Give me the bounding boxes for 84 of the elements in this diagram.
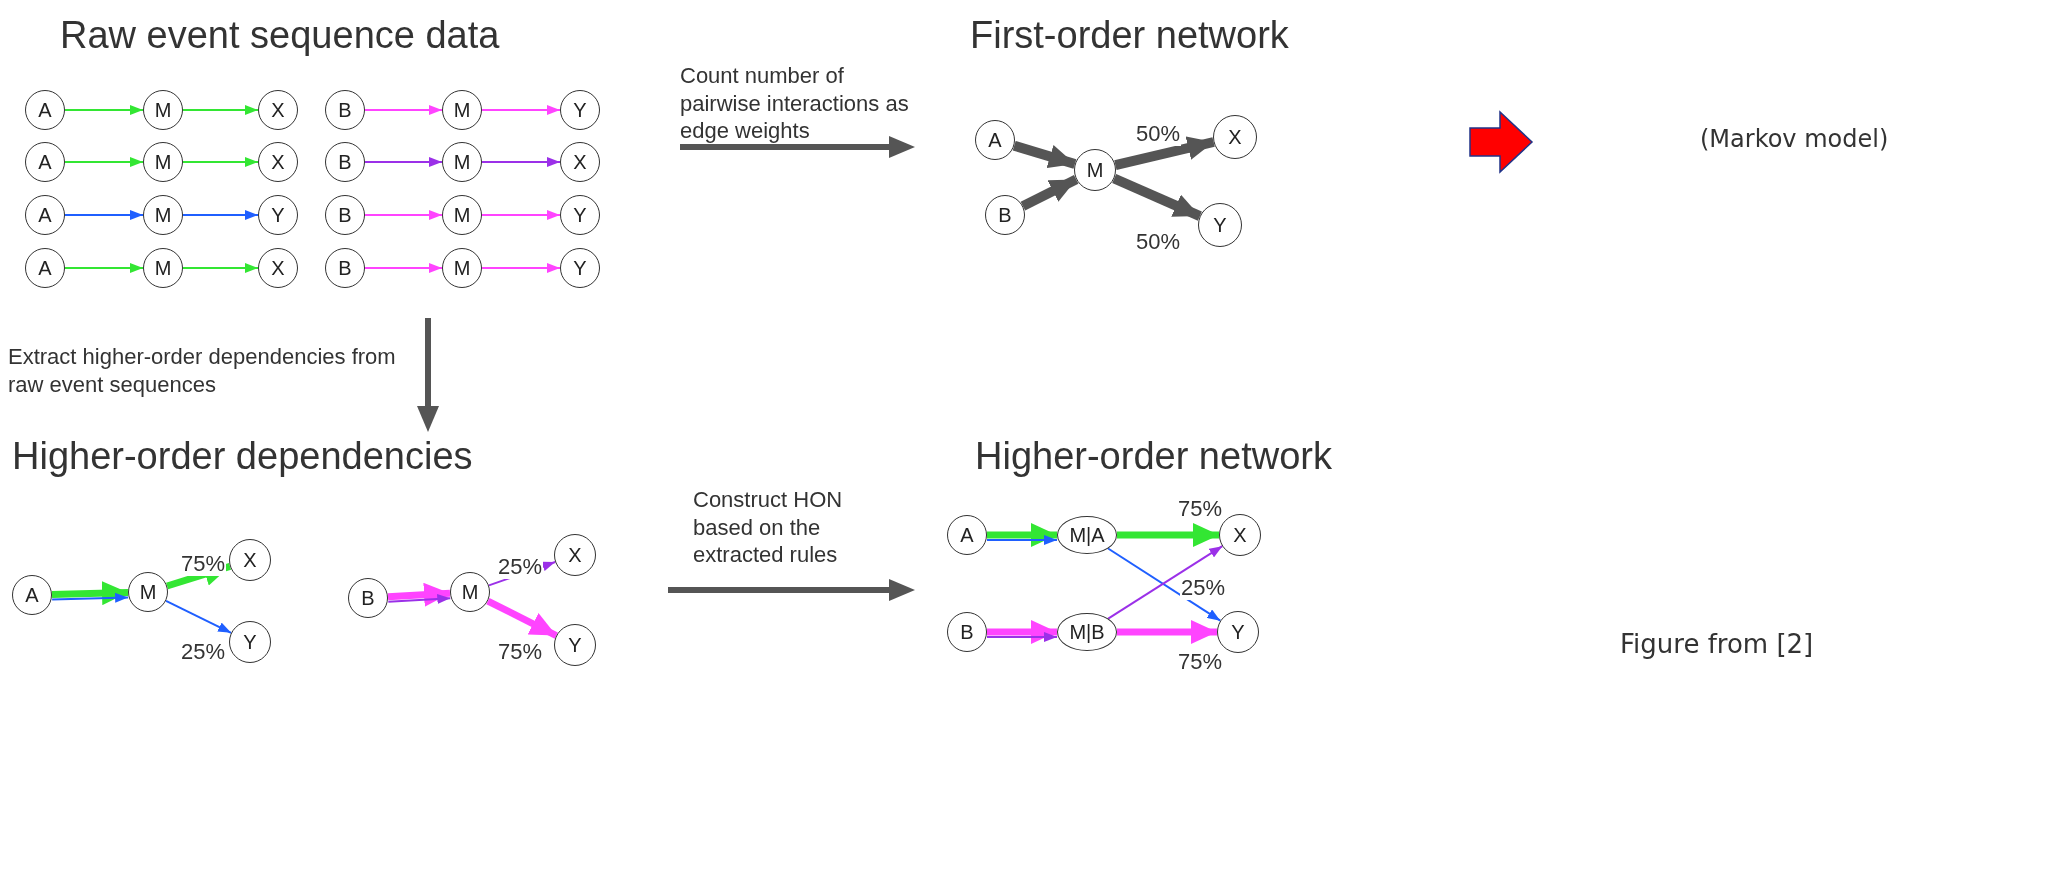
arrow [182,105,259,115]
circle-node: X [258,90,298,130]
circle-node: B [985,195,1025,235]
arrow [987,523,1057,547]
circle-node: Y [554,624,596,666]
circle-node: X [258,248,298,288]
arrow [64,157,144,167]
ellipse-node: M|B [1057,613,1117,651]
arrow [986,632,1058,642]
circle-node: B [325,90,365,130]
process-note: Count number of pairwise interactions as edge weights [680,62,910,145]
circle-node: A [25,248,65,288]
arrow [1114,136,1215,171]
circle-node: X [1213,115,1257,159]
arrow [364,157,443,167]
arrow [486,597,558,639]
section-title: Higher-order dependencies [12,434,473,479]
circle-node: X [258,142,298,182]
arrow [51,592,130,603]
arrow [987,620,1057,644]
circle-node: Y [229,621,271,663]
circle-node: M [128,572,168,612]
circle-node: Y [258,195,298,235]
section-title: Raw event sequence data [60,13,500,58]
arrow [481,105,561,115]
source-note: Figure from [2] [1620,628,1814,661]
note-text: (Markov model) [1700,124,1889,154]
circle-node: M [442,248,482,288]
arrow [1117,523,1219,547]
arrow [364,105,443,115]
arrow [387,593,452,604]
arrow [1112,173,1202,221]
circle-node: Y [560,90,600,130]
circle-node: A [947,515,987,555]
circle-node: B [325,248,365,288]
arrow [1117,620,1217,644]
circle-node: M [143,142,183,182]
circle-node: M [442,195,482,235]
circle-node: A [12,575,52,615]
circle-node: B [325,142,365,182]
circle-node: B [348,578,388,618]
arrow [165,599,233,634]
circle-node: Y [560,248,600,288]
circle-node: Y [560,195,600,235]
circle-node: M [442,90,482,130]
arrow [64,263,144,273]
circle-node: A [25,195,65,235]
arrow [481,210,561,220]
section-title: First-order network [970,13,1289,58]
arrow [51,581,129,606]
circle-node: Y [1198,203,1242,247]
process-note: Extract higher-order dependencies from raw event sequences [8,343,397,398]
arrow [387,582,451,607]
arrow [481,263,561,273]
arrow [182,157,259,167]
arrow [1012,140,1077,169]
arrow [64,105,144,115]
section-title: Higher-order network [975,434,1332,479]
arrow [182,210,259,220]
circle-node: A [975,120,1015,160]
circle-node: M [143,195,183,235]
circle-node: B [325,195,365,235]
circle-node: X [560,142,600,182]
ellipse-node: M|A [1057,516,1117,554]
circle-node: X [554,534,596,576]
arrow [166,562,232,590]
circle-node: M [143,90,183,130]
circle-node: X [229,539,271,581]
arrow [1020,174,1079,211]
arrow [364,210,443,220]
arrow [182,263,259,273]
circle-node: B [947,612,987,652]
arrow [986,535,1058,545]
process-note: Construct HON based on the extracted rules [693,486,844,569]
circle-node: A [25,90,65,130]
arrow [481,157,561,167]
arrow [364,263,443,273]
arrow [64,210,144,220]
circle-node: A [25,142,65,182]
circle-node: Y [1217,611,1259,653]
circle-node: M [450,572,490,612]
circle-node: M [143,248,183,288]
circle-node: M [1074,149,1116,191]
circle-node: M [442,142,482,182]
